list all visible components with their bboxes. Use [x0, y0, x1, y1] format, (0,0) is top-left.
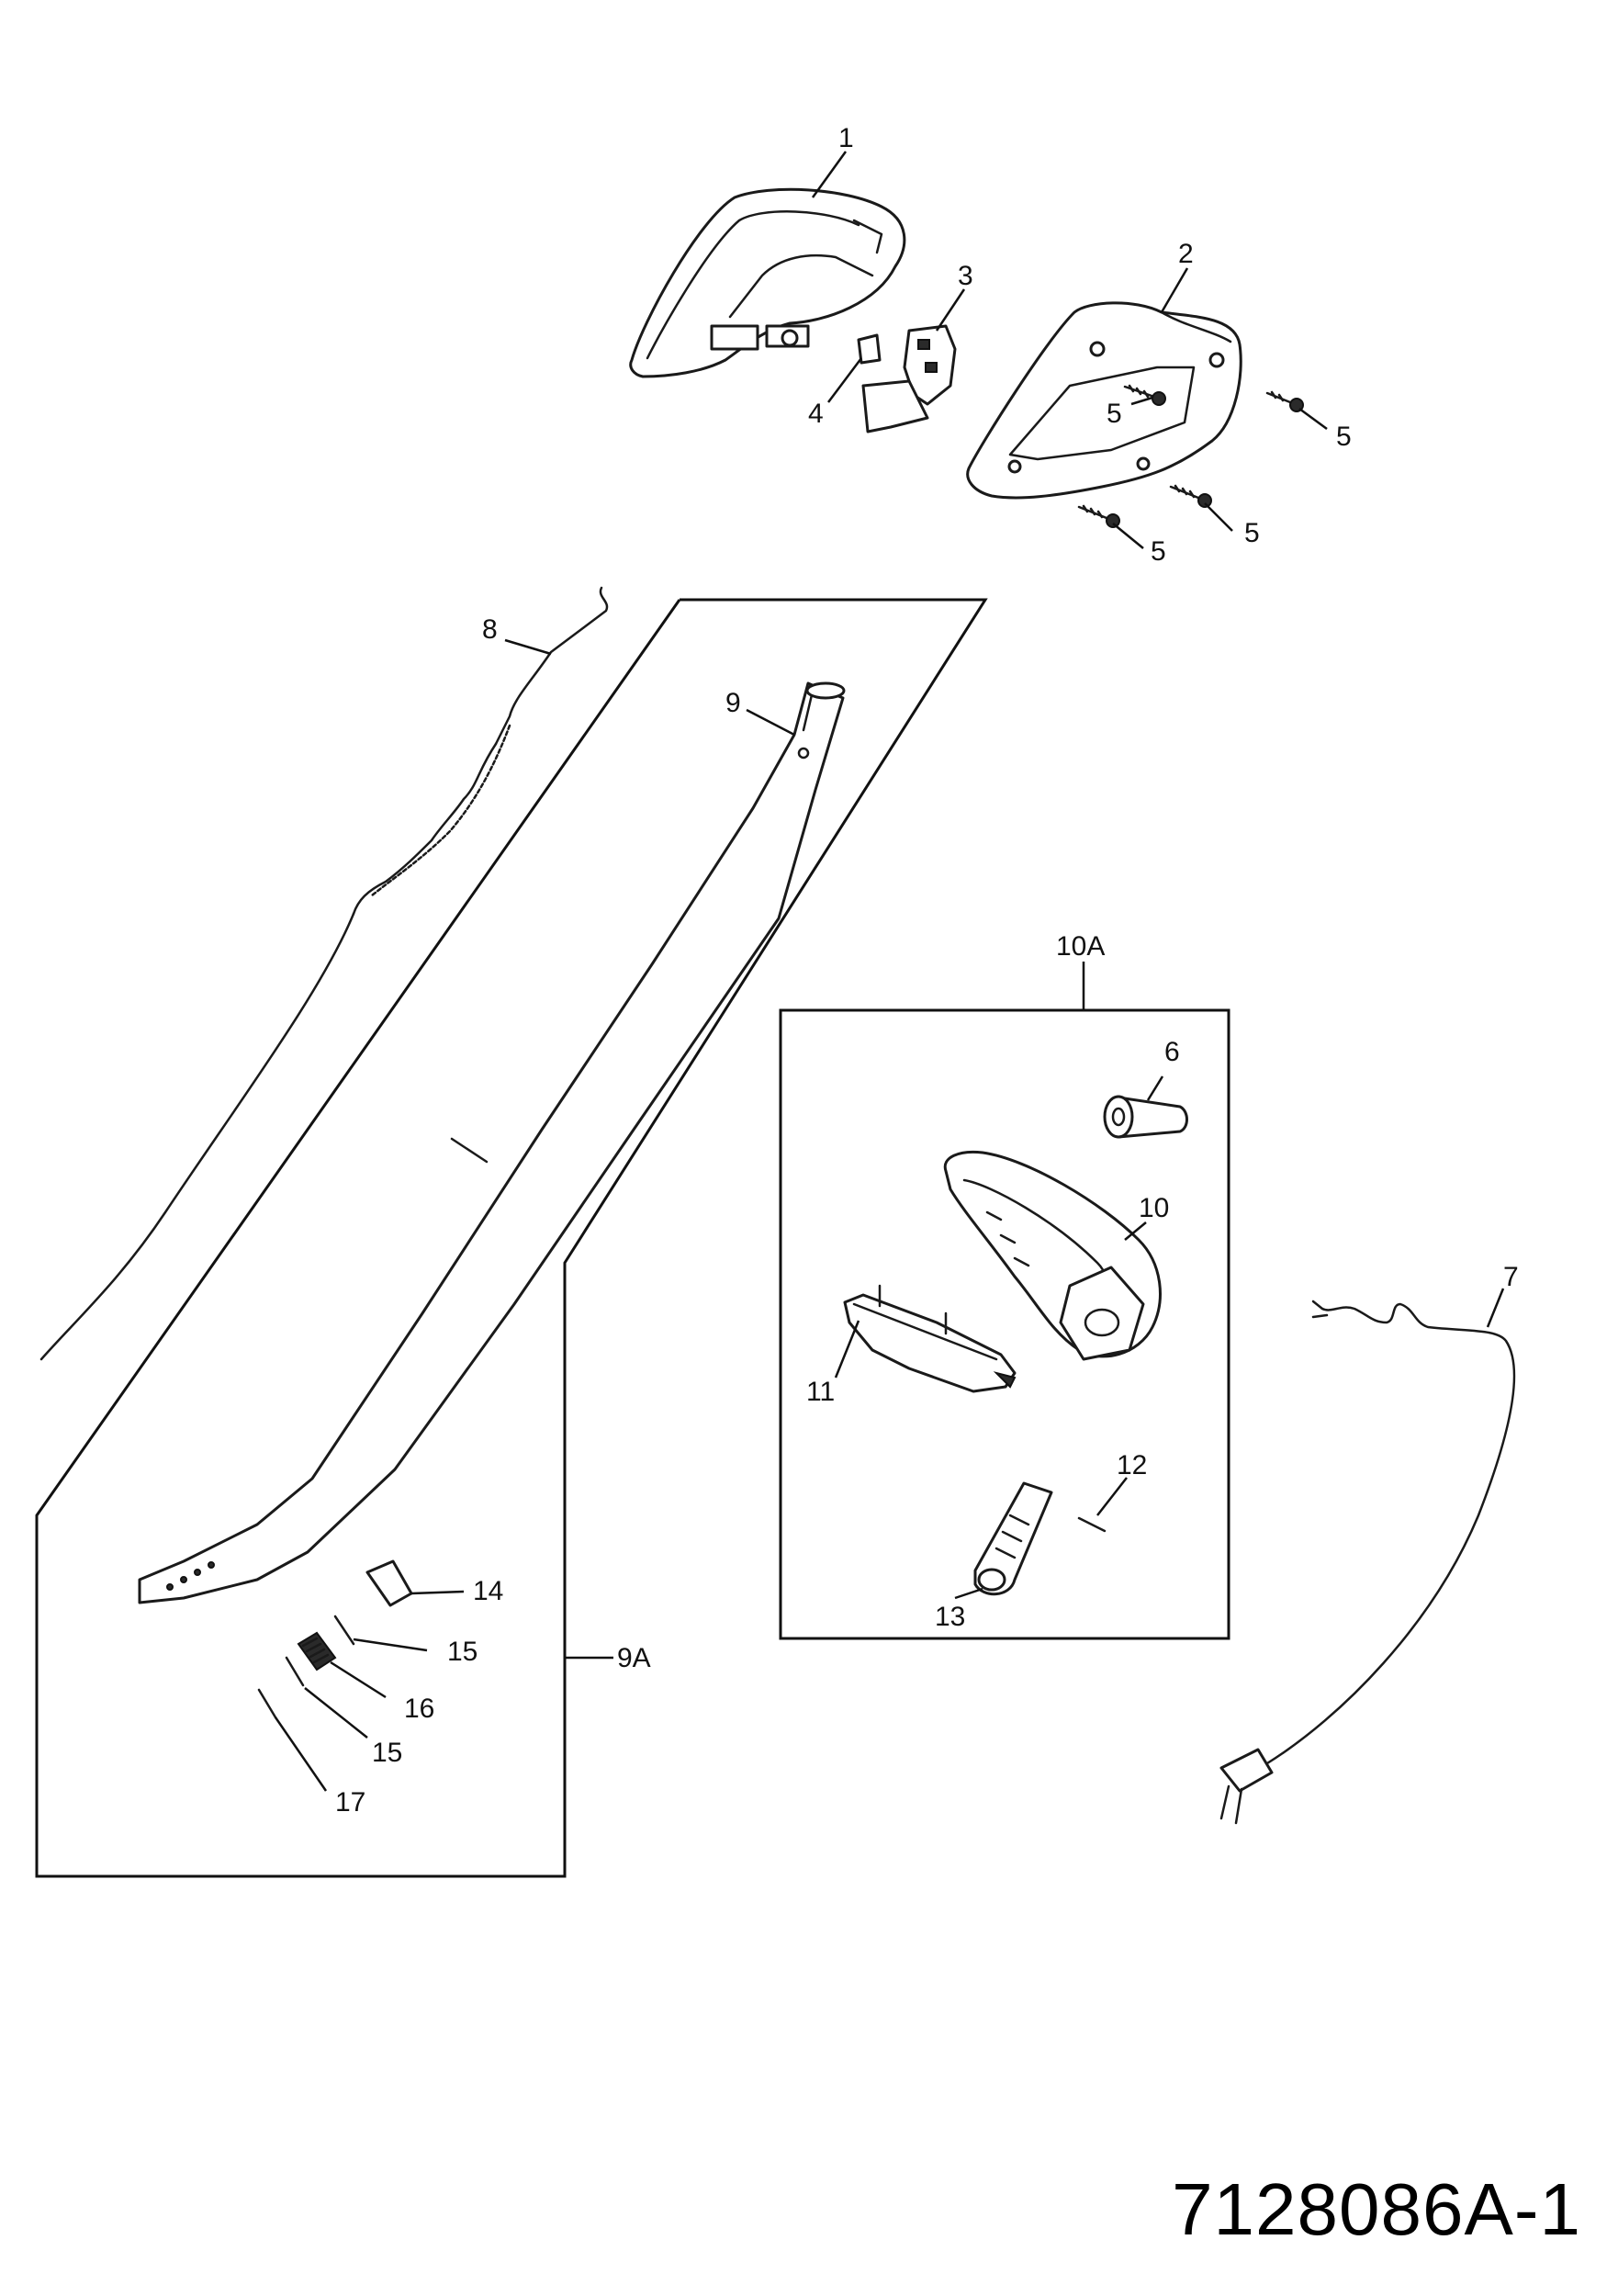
upper-tube-part-9: [138, 681, 846, 1604]
callout-5-d: 5: [1151, 536, 1166, 567]
callout-1: 1: [838, 123, 854, 153]
spiral-cable-part-8: [39, 586, 609, 1361]
rod-part-17: [257, 1688, 277, 1719]
callout-10a: 10A: [1056, 931, 1105, 962]
callout-11: 11: [806, 1377, 835, 1407]
cap-part-14: [365, 1559, 413, 1607]
callout-16: 16: [404, 1694, 434, 1724]
group-frame-10a: [779, 1008, 1230, 1640]
callout-6: 6: [1164, 1037, 1180, 1067]
group-frame-9a: [35, 598, 988, 1878]
pin-part-12: [1077, 1516, 1107, 1533]
callout-9a: 9A: [617, 1643, 651, 1673]
screw-part-5-d: [1077, 504, 1120, 528]
bolt-part-6: [1103, 1095, 1188, 1139]
callout-2: 2: [1178, 239, 1194, 269]
spring-part-16: [297, 1631, 337, 1671]
pin-part-15-a: [333, 1615, 355, 1646]
callout-5-c: 5: [1244, 518, 1260, 548]
clamp-part-11: [843, 1284, 1017, 1393]
leader-lines: [274, 151, 1505, 1792]
callout-5-b: 5: [1336, 422, 1352, 452]
callout-5-a: 5: [1107, 399, 1122, 429]
callout-9: 9: [725, 688, 741, 718]
lever-part-13: [973, 1481, 1053, 1596]
callout-15-a: 15: [447, 1637, 478, 1667]
callout-13: 13: [935, 1602, 965, 1632]
callout-14: 14: [473, 1576, 503, 1606]
screw-part-5-b: [1265, 390, 1304, 412]
handle-cover-part-2: [966, 301, 1242, 500]
switch-part-3: [861, 324, 957, 433]
pin-part-15-b: [285, 1656, 305, 1687]
document-number: 7128086A-1: [1172, 2168, 1581, 2250]
callout-15-b: 15: [372, 1738, 402, 1768]
clip-part-4: [857, 333, 882, 365]
callout-12: 12: [1117, 1450, 1147, 1480]
screw-part-5-c: [1169, 484, 1212, 508]
power-cord-part-7: [1219, 1300, 1516, 1825]
callout-4: 4: [808, 399, 824, 429]
callout-3: 3: [958, 261, 973, 291]
aux-handle-part-10: [943, 1150, 1162, 1361]
callout-8: 8: [482, 614, 498, 645]
callout-17: 17: [335, 1787, 365, 1818]
callout-7: 7: [1503, 1262, 1519, 1292]
handle-shell-part-1: [629, 187, 906, 378]
callout-10: 10: [1139, 1193, 1169, 1223]
